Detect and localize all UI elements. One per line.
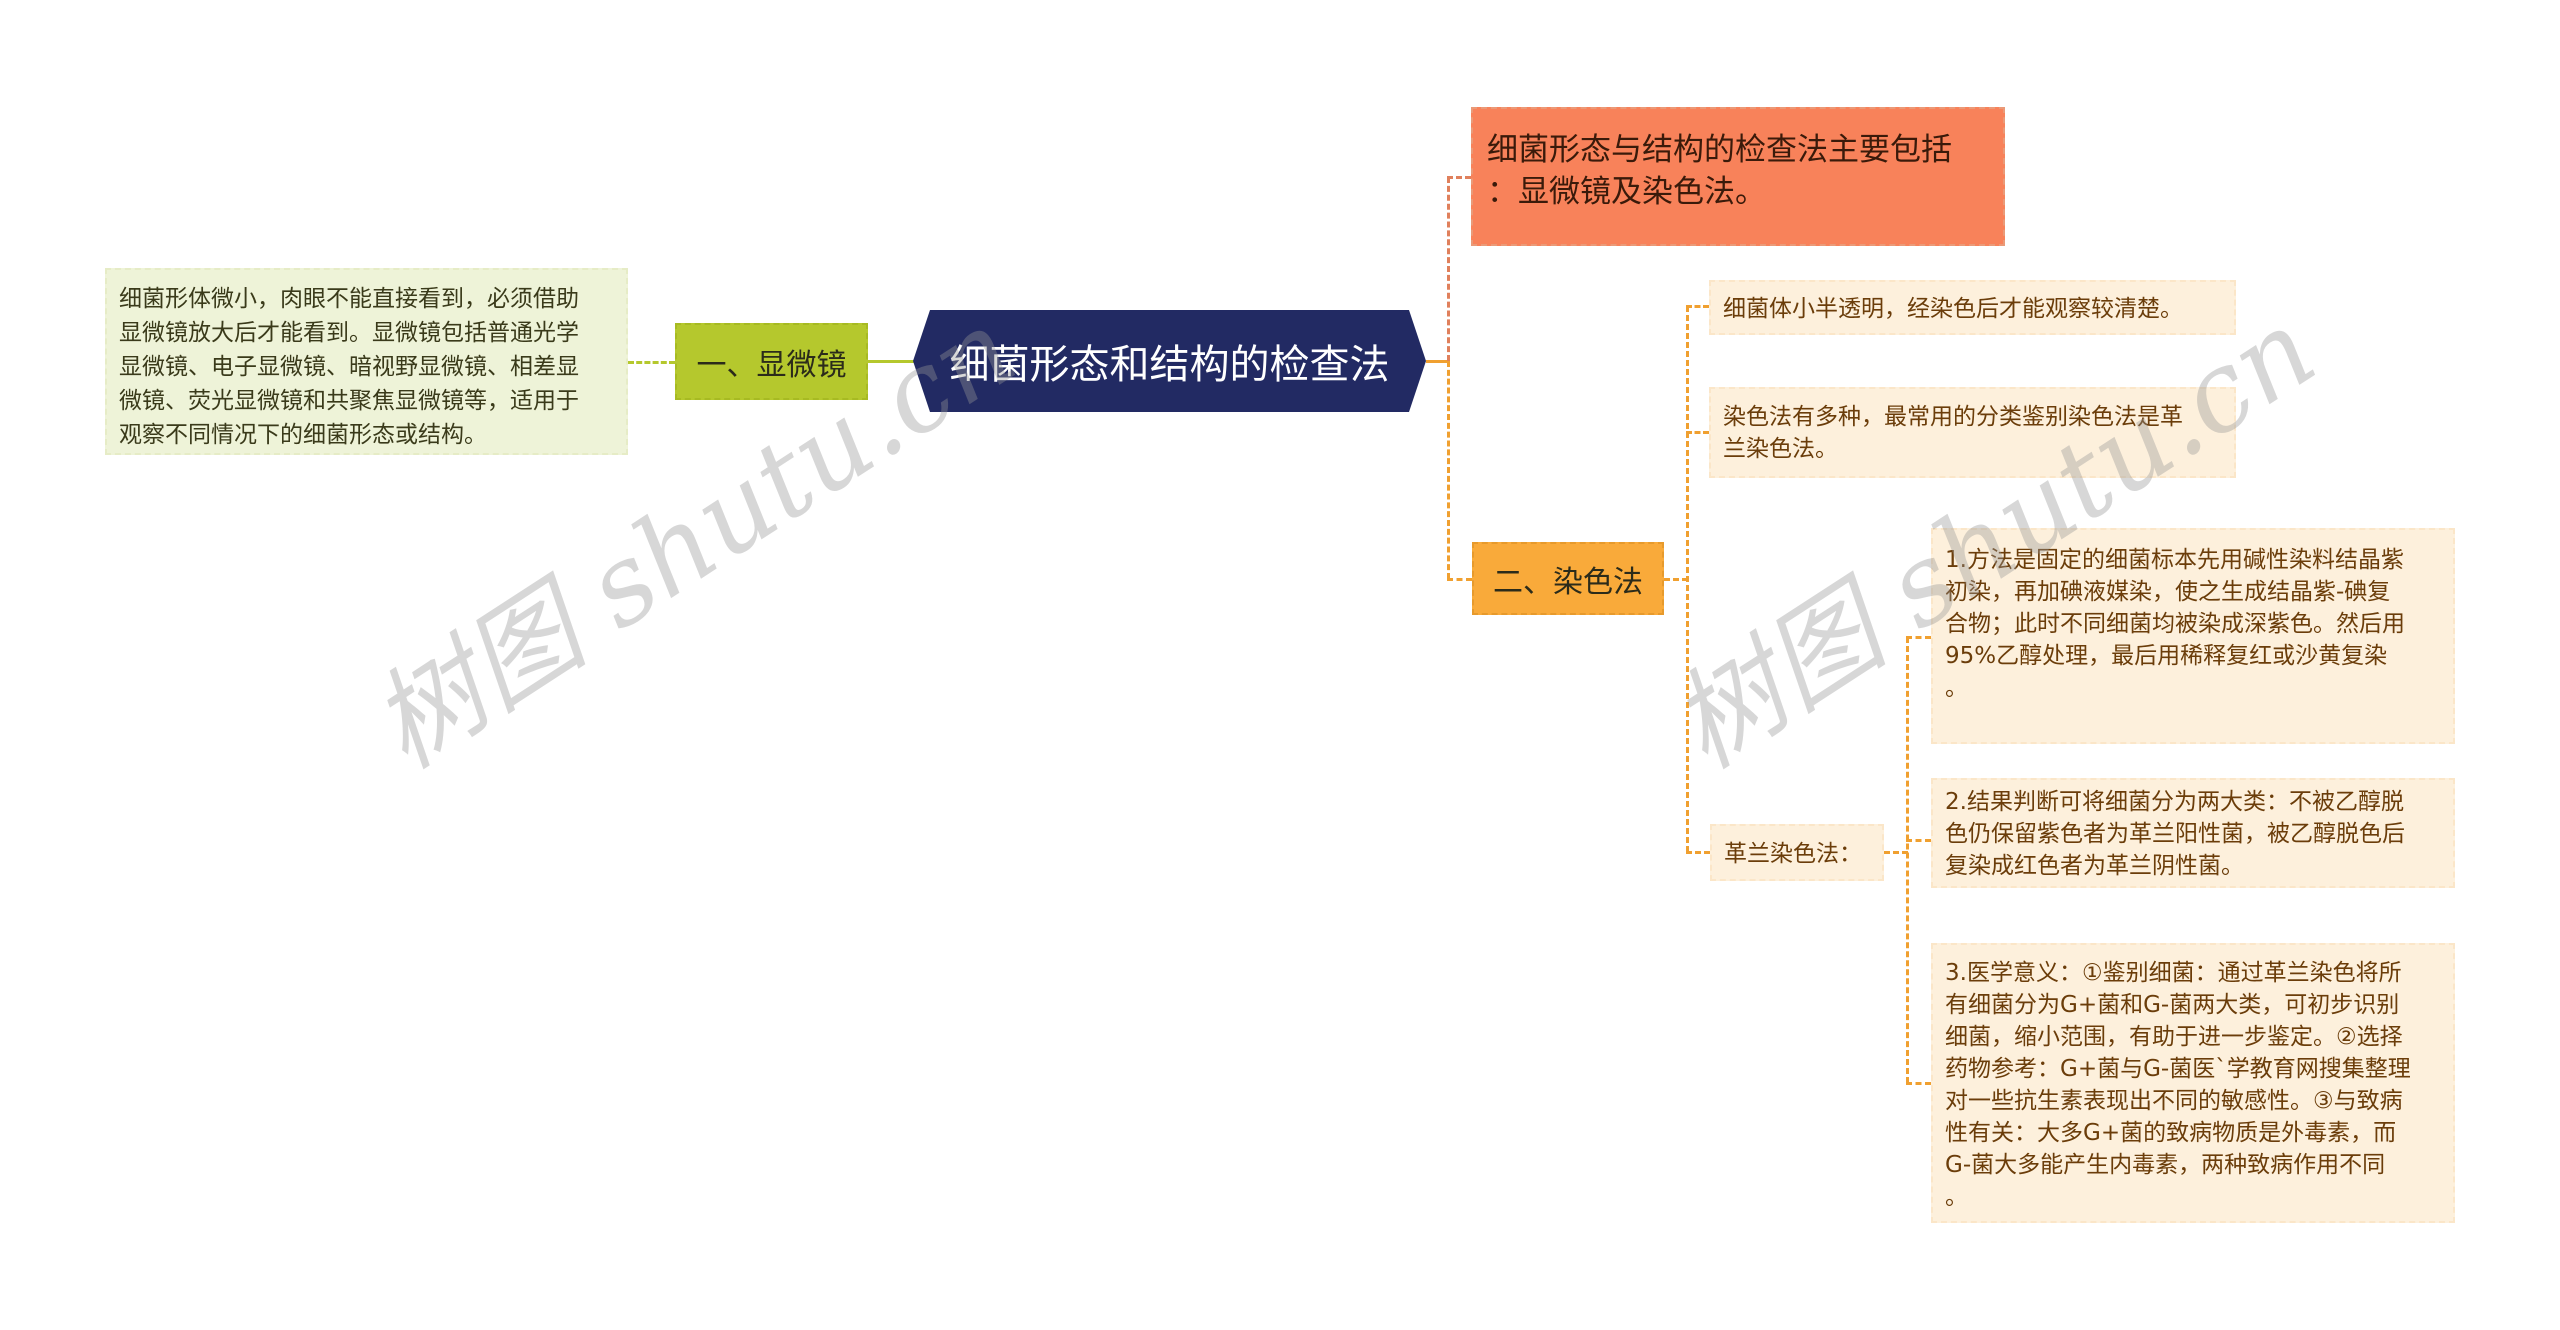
gram-child-result[interactable]: 2.结果判断可将细菌分为两大类：不被乙醇脱 色仍保留紫色者为革兰阳性菌，被乙醇脱…	[1931, 778, 2455, 888]
gram-child-line: 合物；此时不同细菌均被染成深紫色。然后用	[1945, 611, 2405, 637]
gram-child-line: 95%乙醇处理，最后用稀释复红或沙黄复染	[1945, 643, 2388, 669]
connector-gram-child-2	[1906, 839, 1931, 842]
branch-staining-node[interactable]: 二、染色法	[1472, 542, 1664, 615]
connector-staining-child-1	[1686, 305, 1709, 308]
connector-detail-to-microscope	[628, 361, 675, 364]
gram-stain-label: 革兰染色法：	[1724, 841, 1862, 867]
gram-child-line: 对一些抗生素表现出不同的敏感性。③与致病	[1945, 1088, 2403, 1114]
connector-root-to-staining-vertical	[1447, 361, 1450, 579]
microscope-detail-node[interactable]: 细菌形体微小，肉眼不能直接看到，必须借助 显微镜放大后才能看到。显微镜包括普通光…	[105, 268, 628, 455]
connector-staining-child-2	[1686, 431, 1709, 434]
connector-gram-child-1	[1906, 636, 1931, 639]
summary-line-2: ：显微镜及染色法。	[1487, 174, 1766, 210]
root-title: 细菌形态和结构的检查法	[949, 342, 1390, 388]
summary-node[interactable]: 细菌形态与结构的检查法主要包括 ：显微镜及染色法。	[1471, 107, 2005, 246]
staining-child-translucent[interactable]: 细菌体小半透明，经染色后才能观察较清楚。	[1709, 280, 2236, 335]
gram-child-line: 药物参考：G+菌与G-菌医`学教育网搜集整理	[1945, 1056, 2411, 1082]
gram-child-line: 细菌，缩小范围，有助于进一步鉴定。②选择	[1945, 1024, 2403, 1050]
microscope-detail-line: 细菌形体微小，肉眼不能直接看到，必须借助	[119, 286, 579, 312]
staining-child-text: 细菌体小半透明，经染色后才能观察较清楚。	[1723, 296, 2183, 322]
gram-child-line: 性有关：大多G+菌的致病物质是外毒素，而	[1945, 1120, 2397, 1146]
gram-child-line: G-菌大多能产生内毒素，两种致病作用不同	[1945, 1152, 2386, 1178]
gram-child-method[interactable]: 1.方法是固定的细菌标本先用碱性染料结晶紫 初染，再加碘液媒染，使之生成结晶紫-…	[1931, 528, 2455, 744]
connector-root-to-summary-vertical	[1447, 177, 1450, 361]
microscope-detail-line: 显微镜放大后才能看到。显微镜包括普通光学	[119, 320, 579, 346]
staining-child-methods[interactable]: 染色法有多种，最常用的分类鉴别染色法是革 兰染色法。	[1709, 387, 2236, 478]
gram-child-line: 1.方法是固定的细菌标本先用碱性染料结晶紫	[1945, 547, 2404, 573]
microscope-detail-line: 观察不同情况下的细菌形态或结构。	[119, 422, 487, 448]
gram-child-line: 复染成红色者为革兰阴性菌。	[1945, 853, 2244, 879]
connector-gram-right	[1884, 851, 1908, 854]
gram-stain-node[interactable]: 革兰染色法：	[1710, 824, 1884, 881]
gram-child-line: 有细菌分为G+菌和G-菌两大类，可初步识别	[1945, 992, 2400, 1018]
branch-microscope-node[interactable]: 一、显微镜	[675, 323, 868, 400]
connector-gram-child-3	[1906, 1082, 1931, 1085]
connector-microscope-to-root	[868, 360, 914, 363]
root-hexagon-shape	[913, 310, 1426, 412]
branch-microscope-label: 一、显微镜	[696, 347, 847, 383]
staining-child-line: 染色法有多种，最常用的分类鉴别染色法是革	[1723, 404, 2183, 430]
connector-staining-right	[1664, 578, 1688, 581]
microscope-detail-line: 显微镜、电子显微镜、暗视野显微镜、相差显	[119, 354, 579, 380]
gram-child-line: 3.医学意义：①鉴别细菌：通过革兰染色将所	[1945, 960, 2402, 986]
connector-root-right	[1426, 360, 1449, 363]
gram-child-line: 。	[1945, 1184, 1968, 1210]
connector-root-to-summary	[1447, 176, 1471, 179]
branch-staining-label: 二、染色法	[1493, 564, 1643, 600]
connector-gram-children-vertical	[1906, 637, 1909, 1083]
connector-root-to-staining	[1447, 578, 1472, 581]
connector-staining-children-vertical	[1686, 306, 1689, 852]
root-node[interactable]: 细菌形态和结构的检查法	[913, 310, 1426, 412]
connector-staining-child-3	[1686, 851, 1710, 854]
microscope-detail-line: 微镜、荧光显微镜和共聚焦显微镜等，适用于	[119, 388, 579, 414]
staining-child-line: 兰染色法。	[1723, 436, 1838, 462]
gram-child-line: 色仍保留紫色者为革兰阳性菌，被乙醇脱色后	[1945, 821, 2405, 847]
gram-child-line: 初染，再加碘液媒染，使之生成结晶紫-碘复	[1945, 579, 2391, 605]
gram-child-line: 。	[1945, 675, 1968, 701]
gram-child-significance[interactable]: 3.医学意义：①鉴别细菌：通过革兰染色将所 有细菌分为G+菌和G-菌两大类，可初…	[1931, 943, 2455, 1223]
gram-child-line: 2.结果判断可将细菌分为两大类：不被乙醇脱	[1945, 789, 2404, 815]
summary-line-1: 细菌形态与结构的检查法主要包括	[1487, 132, 1952, 168]
